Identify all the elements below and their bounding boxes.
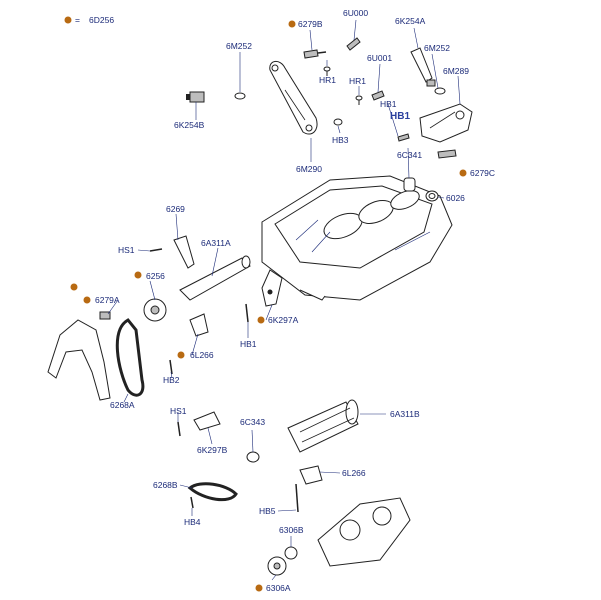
reference-markers xyxy=(70,20,467,592)
label-6K254B: 6K254B xyxy=(174,120,205,130)
label-HB5: HB5 xyxy=(259,506,276,516)
legend-marker-dot xyxy=(64,16,72,24)
seal-6026 xyxy=(425,190,439,202)
legend-equals: = xyxy=(75,15,80,25)
oring-6M252-left xyxy=(234,92,246,100)
label-6L266-right: 6L266 xyxy=(342,468,366,478)
label-6C341: 6C341 xyxy=(397,150,422,160)
bolt-HR1-b xyxy=(355,95,363,105)
leader-lines xyxy=(107,19,461,581)
marker-6L266 xyxy=(177,351,185,359)
label-6279B: 6279B xyxy=(298,19,323,29)
stud-6U000 xyxy=(346,37,361,51)
label-6C343: 6C343 xyxy=(240,417,265,427)
label-6L266-left: 6L266 xyxy=(190,350,214,360)
label-6A311B: 6A311B xyxy=(390,409,420,419)
bolt-6279A xyxy=(99,311,111,320)
marker-6279B xyxy=(288,20,296,28)
bolt-HB1-mid xyxy=(245,303,249,323)
label-HR1-a: HR1 xyxy=(319,75,336,85)
bolt-HB4 xyxy=(190,496,194,509)
marker-6279C xyxy=(459,169,467,177)
label-6306A: 6306A xyxy=(266,583,291,593)
label-6026: 6026 xyxy=(446,193,465,203)
label-6M290: 6M290 xyxy=(296,164,322,174)
bolt-HB3 xyxy=(333,118,343,126)
sprocket-6306B xyxy=(284,546,298,560)
label-6269: 6269 xyxy=(166,204,185,214)
bolt-6U001 xyxy=(371,90,385,101)
crankshaft xyxy=(317,497,411,567)
label-HB2: HB2 xyxy=(163,375,180,385)
tensioner-arm-6K297B xyxy=(193,411,221,431)
label-HB1-mid: HB1 xyxy=(240,339,257,349)
marker-6279A xyxy=(83,296,91,304)
bolt-HS1-upper xyxy=(149,248,163,252)
timing-chain-6268B xyxy=(187,482,238,502)
label-6A311A: 6A311A xyxy=(201,238,231,248)
sensor-6K254A xyxy=(410,47,436,87)
shaft-6A311A xyxy=(179,255,251,301)
label-6279C: 6279C xyxy=(470,168,495,178)
label-6K297A: 6K297A xyxy=(268,315,299,325)
bolt-HB1-top xyxy=(397,133,410,142)
marker-6256 xyxy=(134,271,142,279)
legend-code: 6D256 xyxy=(89,15,114,25)
chain-tensioner-upper xyxy=(419,103,473,143)
tensioner-6L266-right xyxy=(299,465,323,485)
label-6268A: 6268A xyxy=(110,400,135,410)
sprocket-6306A xyxy=(267,556,287,576)
label-HB3: HB3 xyxy=(332,135,349,145)
bolt-HR1-a xyxy=(323,66,331,76)
label-6K254A: 6K254A xyxy=(395,16,426,26)
marker-6K297A xyxy=(257,316,265,324)
label-6U000: 6U000 xyxy=(343,8,368,18)
marker-front-cover xyxy=(70,283,78,291)
label-6306B: 6306B xyxy=(279,525,304,535)
sensor-6K254B xyxy=(186,91,205,103)
label-HB4: HB4 xyxy=(184,517,201,527)
label-HS1-upper: HS1 xyxy=(118,245,135,255)
seal-6C343 xyxy=(246,451,260,463)
sprocket-6256 xyxy=(143,298,167,322)
label-HB1-top: HB1 xyxy=(380,99,397,109)
bolt-HB2 xyxy=(169,359,173,375)
timing-chain-6268A xyxy=(115,318,145,397)
gasket-6C341 xyxy=(403,177,416,192)
tensioner-6L266-left xyxy=(189,313,209,337)
marker-6306A xyxy=(255,584,263,592)
label-6279A: 6279A xyxy=(95,295,120,305)
label-6256: 6256 xyxy=(146,271,165,281)
label-HR1-b: HR1 xyxy=(349,76,366,86)
label-6M289: 6M289 xyxy=(443,66,469,76)
oring-6M252-right xyxy=(434,87,446,95)
upper-chain-guide xyxy=(269,61,318,135)
front-cover-gasket xyxy=(47,319,111,401)
label-6K297B: 6K297B xyxy=(197,445,228,455)
bolt-HS1-lower xyxy=(177,421,181,437)
bolt-6279B xyxy=(303,49,327,59)
shaft-6A311B xyxy=(287,399,359,453)
legend: = 6D256 xyxy=(64,15,114,25)
bolt-HB5 xyxy=(295,483,299,513)
engine-block xyxy=(261,175,453,301)
label-HB1-bold: HB1 xyxy=(390,111,410,122)
label-HS1-lower: HS1 xyxy=(170,406,187,416)
label-6M252-left: 6M252 xyxy=(226,41,252,51)
part-labels: 6279B 6U000 6K254A 6M252 6M252 HR1 6U001… xyxy=(95,8,495,593)
bolt-6279C xyxy=(437,149,457,159)
tensioner-arm-6K297A xyxy=(261,269,283,307)
label-6M252-right: 6M252 xyxy=(424,43,450,53)
label-6268B: 6268B xyxy=(153,480,178,490)
label-6U001: 6U001 xyxy=(367,53,392,63)
guide-6269 xyxy=(173,235,195,269)
